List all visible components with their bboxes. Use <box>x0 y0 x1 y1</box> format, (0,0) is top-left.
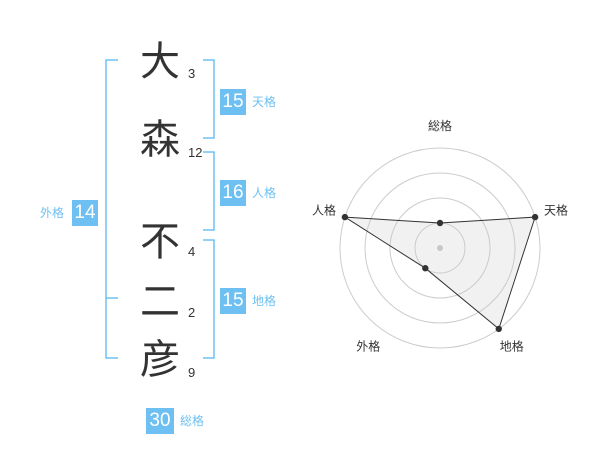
gaikaku-label: 外格 <box>40 206 65 220</box>
radar-point-1 <box>436 219 444 227</box>
name-char-2: 森 <box>140 117 180 163</box>
radar-point-5 <box>341 213 349 221</box>
stroke-count-4: 2 <box>188 305 196 320</box>
radar-point-4 <box>422 265 429 272</box>
radar-ring-3 <box>364 172 516 324</box>
jinkaku-bracket <box>203 151 215 231</box>
name-char-3: 不 <box>140 219 180 265</box>
stroke-count-5: 9 <box>188 365 196 380</box>
radar-point-2 <box>531 213 539 221</box>
stroke-count-2: 12 <box>188 145 203 160</box>
chikaku-value: 15 <box>220 288 246 314</box>
name-char-1: 大 <box>140 39 180 85</box>
tenkaku-label: 天格 <box>252 95 277 109</box>
chikaku-label: 地格 <box>252 294 277 308</box>
radar-axis-label-1: 総格 <box>428 118 452 133</box>
radar-axis-label-2: 天格 <box>544 202 568 217</box>
tenkaku-bracket <box>203 59 215 139</box>
radar-area <box>344 216 536 330</box>
radar-axis-label-4: 外格 <box>356 339 380 354</box>
name-char-5: 彦 <box>140 337 180 383</box>
radar-axis-label-5: 人格 <box>312 202 336 217</box>
jinkaku-label: 人格 <box>252 186 277 200</box>
radar-axis-label-3: 地格 <box>500 339 524 354</box>
radar-ring-2 <box>389 197 491 299</box>
stroke-count-3: 4 <box>188 244 196 259</box>
name-char-4: 二 <box>140 279 180 325</box>
radar-center-dot <box>437 245 443 251</box>
radar-point-3 <box>495 325 502 333</box>
gaikaku-bracket <box>105 59 118 359</box>
stroke-count-1: 3 <box>188 66 196 81</box>
gaikaku-value: 14 <box>72 200 98 226</box>
soukaku-label: 総格 <box>180 414 205 428</box>
soukaku-value: 30 <box>146 408 174 434</box>
chikaku-bracket <box>203 239 215 359</box>
jinkaku-value: 16 <box>220 180 246 206</box>
tenkaku-value: 15 <box>220 89 246 115</box>
radar-ring-4 <box>339 147 541 349</box>
